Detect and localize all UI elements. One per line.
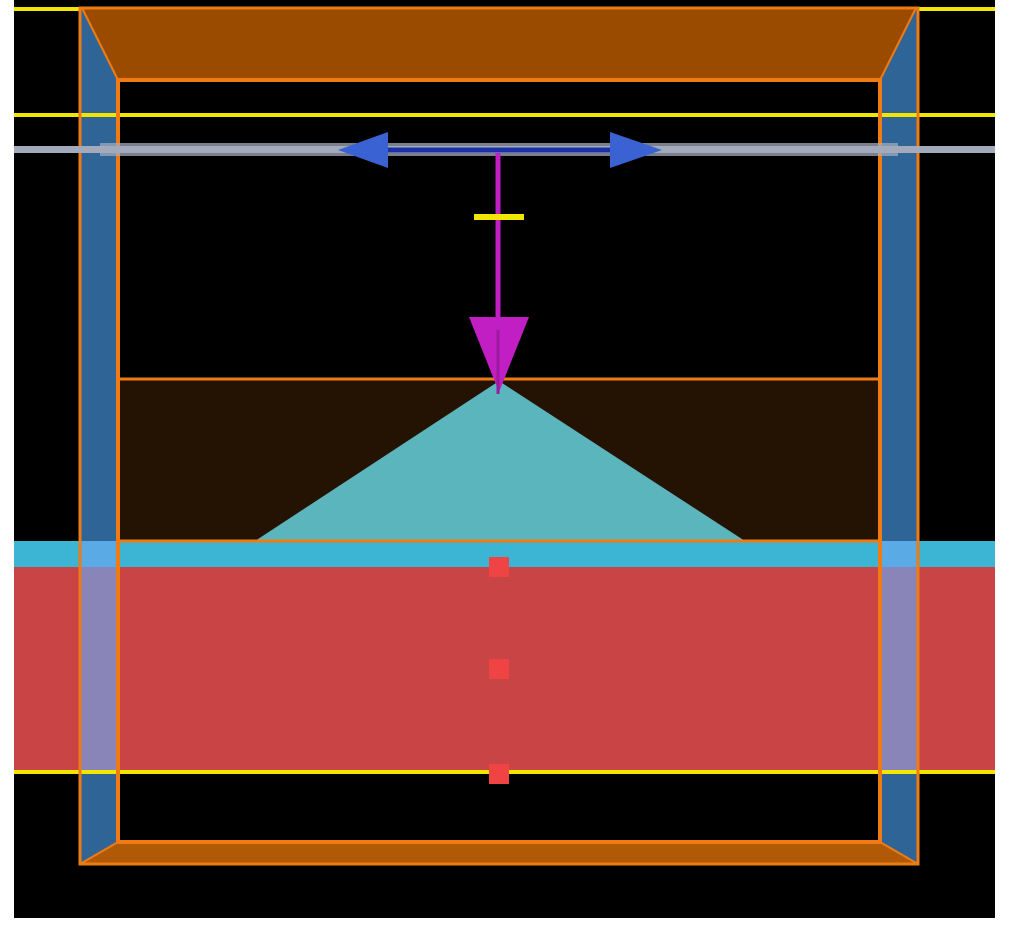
translate-gizmo[interactable] bbox=[14, 132, 995, 394]
left-wall-over-water bbox=[80, 541, 118, 567]
inner-frame-outline bbox=[116, 78, 882, 844]
right-wall-over-red bbox=[880, 567, 918, 771]
bottom-bevel bbox=[80, 842, 918, 864]
upper-yellow-line bbox=[14, 113, 995, 117]
orange-outlines bbox=[78, 6, 920, 866]
red-marker-square-icon[interactable] bbox=[489, 659, 509, 679]
top-bevel bbox=[82, 8, 916, 80]
right-wall-over-water bbox=[880, 541, 918, 567]
gizmo-right-arrow-icon[interactable] bbox=[610, 132, 662, 168]
red-marker-square-icon[interactable] bbox=[489, 764, 509, 784]
outer-frame-outline bbox=[78, 6, 920, 866]
bottom-bevel-right-edge bbox=[879, 841, 919, 865]
top-bevel-left-edge bbox=[81, 7, 119, 81]
left-wall-over-red bbox=[80, 567, 118, 771]
bottom-bevel-left-edge bbox=[79, 841, 119, 865]
teal-triangle bbox=[255, 381, 745, 541]
top-bevel-right-edge bbox=[879, 7, 917, 81]
red-marker-square-icon[interactable] bbox=[489, 557, 509, 577]
gizmo-left-arrow-icon[interactable] bbox=[338, 132, 388, 168]
gizmo-yellow-tick bbox=[474, 214, 524, 220]
